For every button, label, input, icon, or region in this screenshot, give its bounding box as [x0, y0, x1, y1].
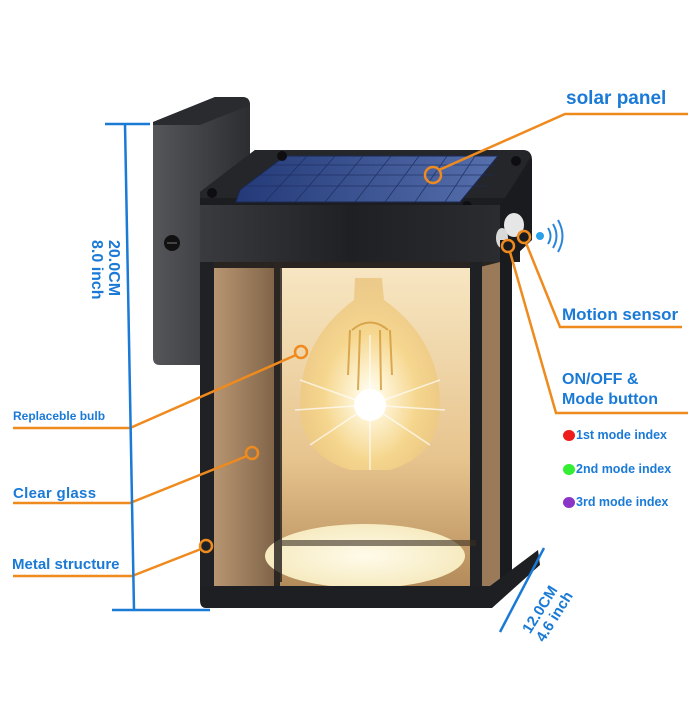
mode-index-3: 3rd mode index: [563, 495, 668, 509]
clear-glass-label: Clear glass: [13, 485, 97, 502]
lantern-top-housing: [200, 150, 532, 270]
mode-index-1-label: 1st mode index: [576, 428, 667, 442]
replaceable-bulb-label: Replaceble bulb: [13, 409, 106, 423]
dimension-lines: [105, 122, 546, 633]
filament-bulb: [294, 278, 446, 470]
red-dot-icon: [563, 429, 575, 441]
green-dot-icon: [563, 463, 575, 475]
metal-structure-label: Metal structure: [12, 556, 120, 573]
mode-index-2-label: 2nd mode index: [576, 462, 672, 476]
height-dimension: 20.0CM 8.0 inch: [88, 240, 122, 300]
motion-sensor-label: Motion sensor: [562, 305, 679, 324]
height-cm: 20.0CM: [105, 240, 122, 297]
on-off-label-line1: ON/OFF &: [562, 371, 639, 388]
on-off-label-line2: Mode button: [562, 391, 658, 408]
mode-index-1: 1st mode index: [563, 428, 667, 442]
height-inch: 8.0 inch: [88, 240, 105, 300]
purple-dot-icon: [563, 496, 575, 508]
callout-lines: [13, 112, 688, 578]
solar-panel-label: solar panel: [566, 88, 667, 109]
motion-waves-icon: [536, 219, 564, 253]
mode-index-3-label: 3rd mode index: [576, 495, 669, 509]
on-off-mode-button-label: ON/OFF & Mode button: [562, 370, 658, 410]
mode-index-2: 2nd mode index: [563, 462, 671, 476]
